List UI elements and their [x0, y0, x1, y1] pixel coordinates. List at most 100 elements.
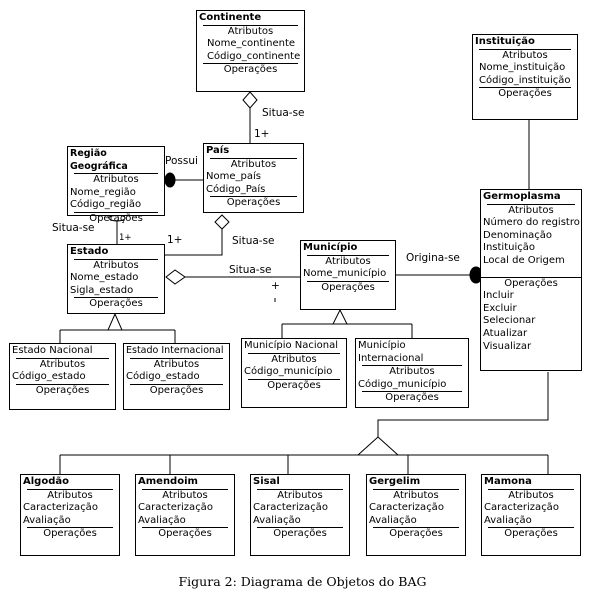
class-title: Município Nacional	[244, 340, 339, 351]
germoplasma-class[interactable]: Germoplasma Atributos Número do registro…	[480, 189, 582, 371]
estado-internacional-class[interactable]: Estado Internacional Atributos Código_es…	[123, 343, 230, 410]
operations-header: Operações	[479, 87, 571, 101]
operations-header: Operações	[257, 527, 343, 541]
attributes-header: Atributos	[257, 488, 343, 503]
operations-header: Operações	[74, 211, 158, 226]
class-title: Instituição	[475, 36, 535, 47]
attributes-header: Atributos	[203, 24, 298, 39]
figure-caption: Figura 2: Diagrama de Objetos do BAG	[178, 574, 427, 589]
attribute: Instituição	[483, 242, 535, 254]
attribute: Caracterização	[369, 502, 444, 514]
attribute: Nome_estado	[70, 272, 139, 284]
attribute: Código_estado	[126, 371, 200, 383]
situa-se-label: Situa-se	[232, 235, 275, 247]
amendoim-class[interactable]: Amendoim Atributos Caracterização Avalia…	[135, 474, 235, 556]
operation: Atualizar	[483, 327, 528, 339]
class-title: Estado Nacional	[12, 345, 93, 356]
attribute: Código_continente	[207, 50, 301, 62]
germoplasma-generalization-stem	[377, 372, 549, 437]
attribute: Código_região	[70, 199, 142, 211]
attributes-header: Atributos	[74, 258, 158, 273]
algodao-class[interactable]: Algodão Atributos Caracterização Avaliaç…	[20, 474, 120, 556]
attribute: Código_estado	[12, 371, 86, 383]
situa-se-label: Situa-se	[52, 222, 95, 234]
operations-header: Operações	[210, 196, 297, 210]
attributes-header: Atributos	[373, 488, 459, 503]
attribute: Código_município	[358, 378, 447, 390]
operation: Excluir	[483, 302, 517, 314]
class-title: Município Internacional	[358, 340, 424, 364]
situa-se-label: Situa-se	[229, 264, 272, 276]
attributes-header: Atributos	[142, 488, 228, 503]
attribute: Avaliação	[23, 514, 71, 526]
attributes-header: Atributos	[487, 203, 575, 218]
operations-header: Operações	[488, 527, 574, 541]
attributes-header: Atributos	[248, 352, 340, 367]
continente-diamond	[242, 91, 258, 109]
attributes-header: Atributos	[488, 488, 574, 503]
class-title: Estado	[70, 246, 109, 257]
attribute: Local de Origem	[483, 254, 565, 266]
continente-class[interactable]: Continente Atributos Nome_continente Cód…	[196, 10, 305, 92]
operations-header: Operações	[142, 527, 228, 541]
operations-header: Operações	[362, 391, 462, 405]
class-title: Região Geográfica	[70, 148, 128, 172]
class-title: Sisal	[253, 476, 280, 487]
multiplicity-label: 1+	[167, 234, 183, 246]
operations-header: Operações	[248, 378, 340, 393]
class-title: Algodão	[23, 476, 69, 487]
attributes-header: Atributos	[130, 357, 223, 372]
municipio-class[interactable]: Município Atributos Nome_município Opera…	[300, 240, 396, 310]
operations-header: Operações	[481, 276, 581, 291]
attribute: Caracterização	[23, 502, 98, 514]
class-title: Continente	[199, 12, 262, 23]
attribute: Caracterização	[138, 502, 213, 514]
attribute: Código_município	[244, 366, 333, 378]
sisal-class[interactable]: Sisal Atributos Caracterização Avaliação…	[250, 474, 350, 556]
pais-class[interactable]: País Atributos Nome_país Código_País Ope…	[203, 143, 304, 213]
class-title: Amendoim	[138, 476, 198, 487]
regiao-geografica-class[interactable]: Região Geográfica Atributos Nome_região …	[67, 146, 165, 224]
attribute: Código_País	[206, 183, 266, 195]
attribute: Código_instituição	[479, 74, 571, 86]
operations-header: Operações	[74, 297, 158, 311]
municipio-triangle	[332, 308, 348, 325]
municipio-internacional-class[interactable]: Município Internacional Atributos Código…	[355, 338, 469, 408]
gergelim-class[interactable]: Gergelim Atributos Caracterização Avalia…	[366, 474, 466, 556]
instituicao-class[interactable]: Instituição Atributos Nome_instituição C…	[472, 34, 578, 120]
attributes-header: Atributos	[307, 254, 389, 269]
attribute: Denominação	[483, 229, 553, 241]
attribute: Sigla_estado	[70, 284, 134, 296]
attributes-header: Atributos	[210, 157, 297, 172]
operations-header: Operações	[373, 527, 459, 541]
municipio-nacional-class[interactable]: Município Nacional Atributos Código_muni…	[241, 338, 347, 408]
attribute: Nome_região	[70, 186, 136, 198]
germoplasma-triangle	[356, 436, 400, 456]
attribute: Número do registro	[483, 217, 580, 229]
attributes-header: Atributos	[27, 488, 113, 503]
estado-nacional-class[interactable]: Estado Nacional Atributos Código_estado …	[9, 343, 116, 410]
attribute: Caracterização	[484, 502, 559, 514]
attributes-header: Atributos	[479, 48, 571, 63]
origina-se-label: Origina-se	[406, 252, 460, 264]
attribute: Avaliação	[138, 514, 186, 526]
attribute: Nome_país	[206, 171, 261, 183]
multiplicity-label: +	[271, 280, 280, 292]
attribute: Nome_continente	[207, 38, 296, 50]
attributes-header: Atributos	[362, 365, 462, 379]
operation: Incluir	[483, 290, 514, 302]
class-title: País	[206, 145, 230, 156]
class-title: Germoplasma	[483, 191, 561, 202]
mamona-class[interactable]: Mamona Atributos Caracterização Avaliaçã…	[481, 474, 581, 556]
attribute: Avaliação	[484, 514, 532, 526]
attribute: Avaliação	[369, 514, 417, 526]
operations-header: Operações	[27, 527, 113, 541]
class-title: Estado Internacional	[126, 345, 224, 356]
class-title: Município	[303, 242, 358, 253]
attribute: Caracterização	[253, 502, 328, 514]
estado-diamond	[165, 269, 186, 285]
operation: Selecionar	[483, 315, 536, 327]
regiao-dot	[164, 172, 176, 188]
estado-class[interactable]: Estado Atributos Nome_estado Sigla_estad…	[67, 244, 165, 314]
attributes-header: Atributos	[16, 357, 109, 372]
